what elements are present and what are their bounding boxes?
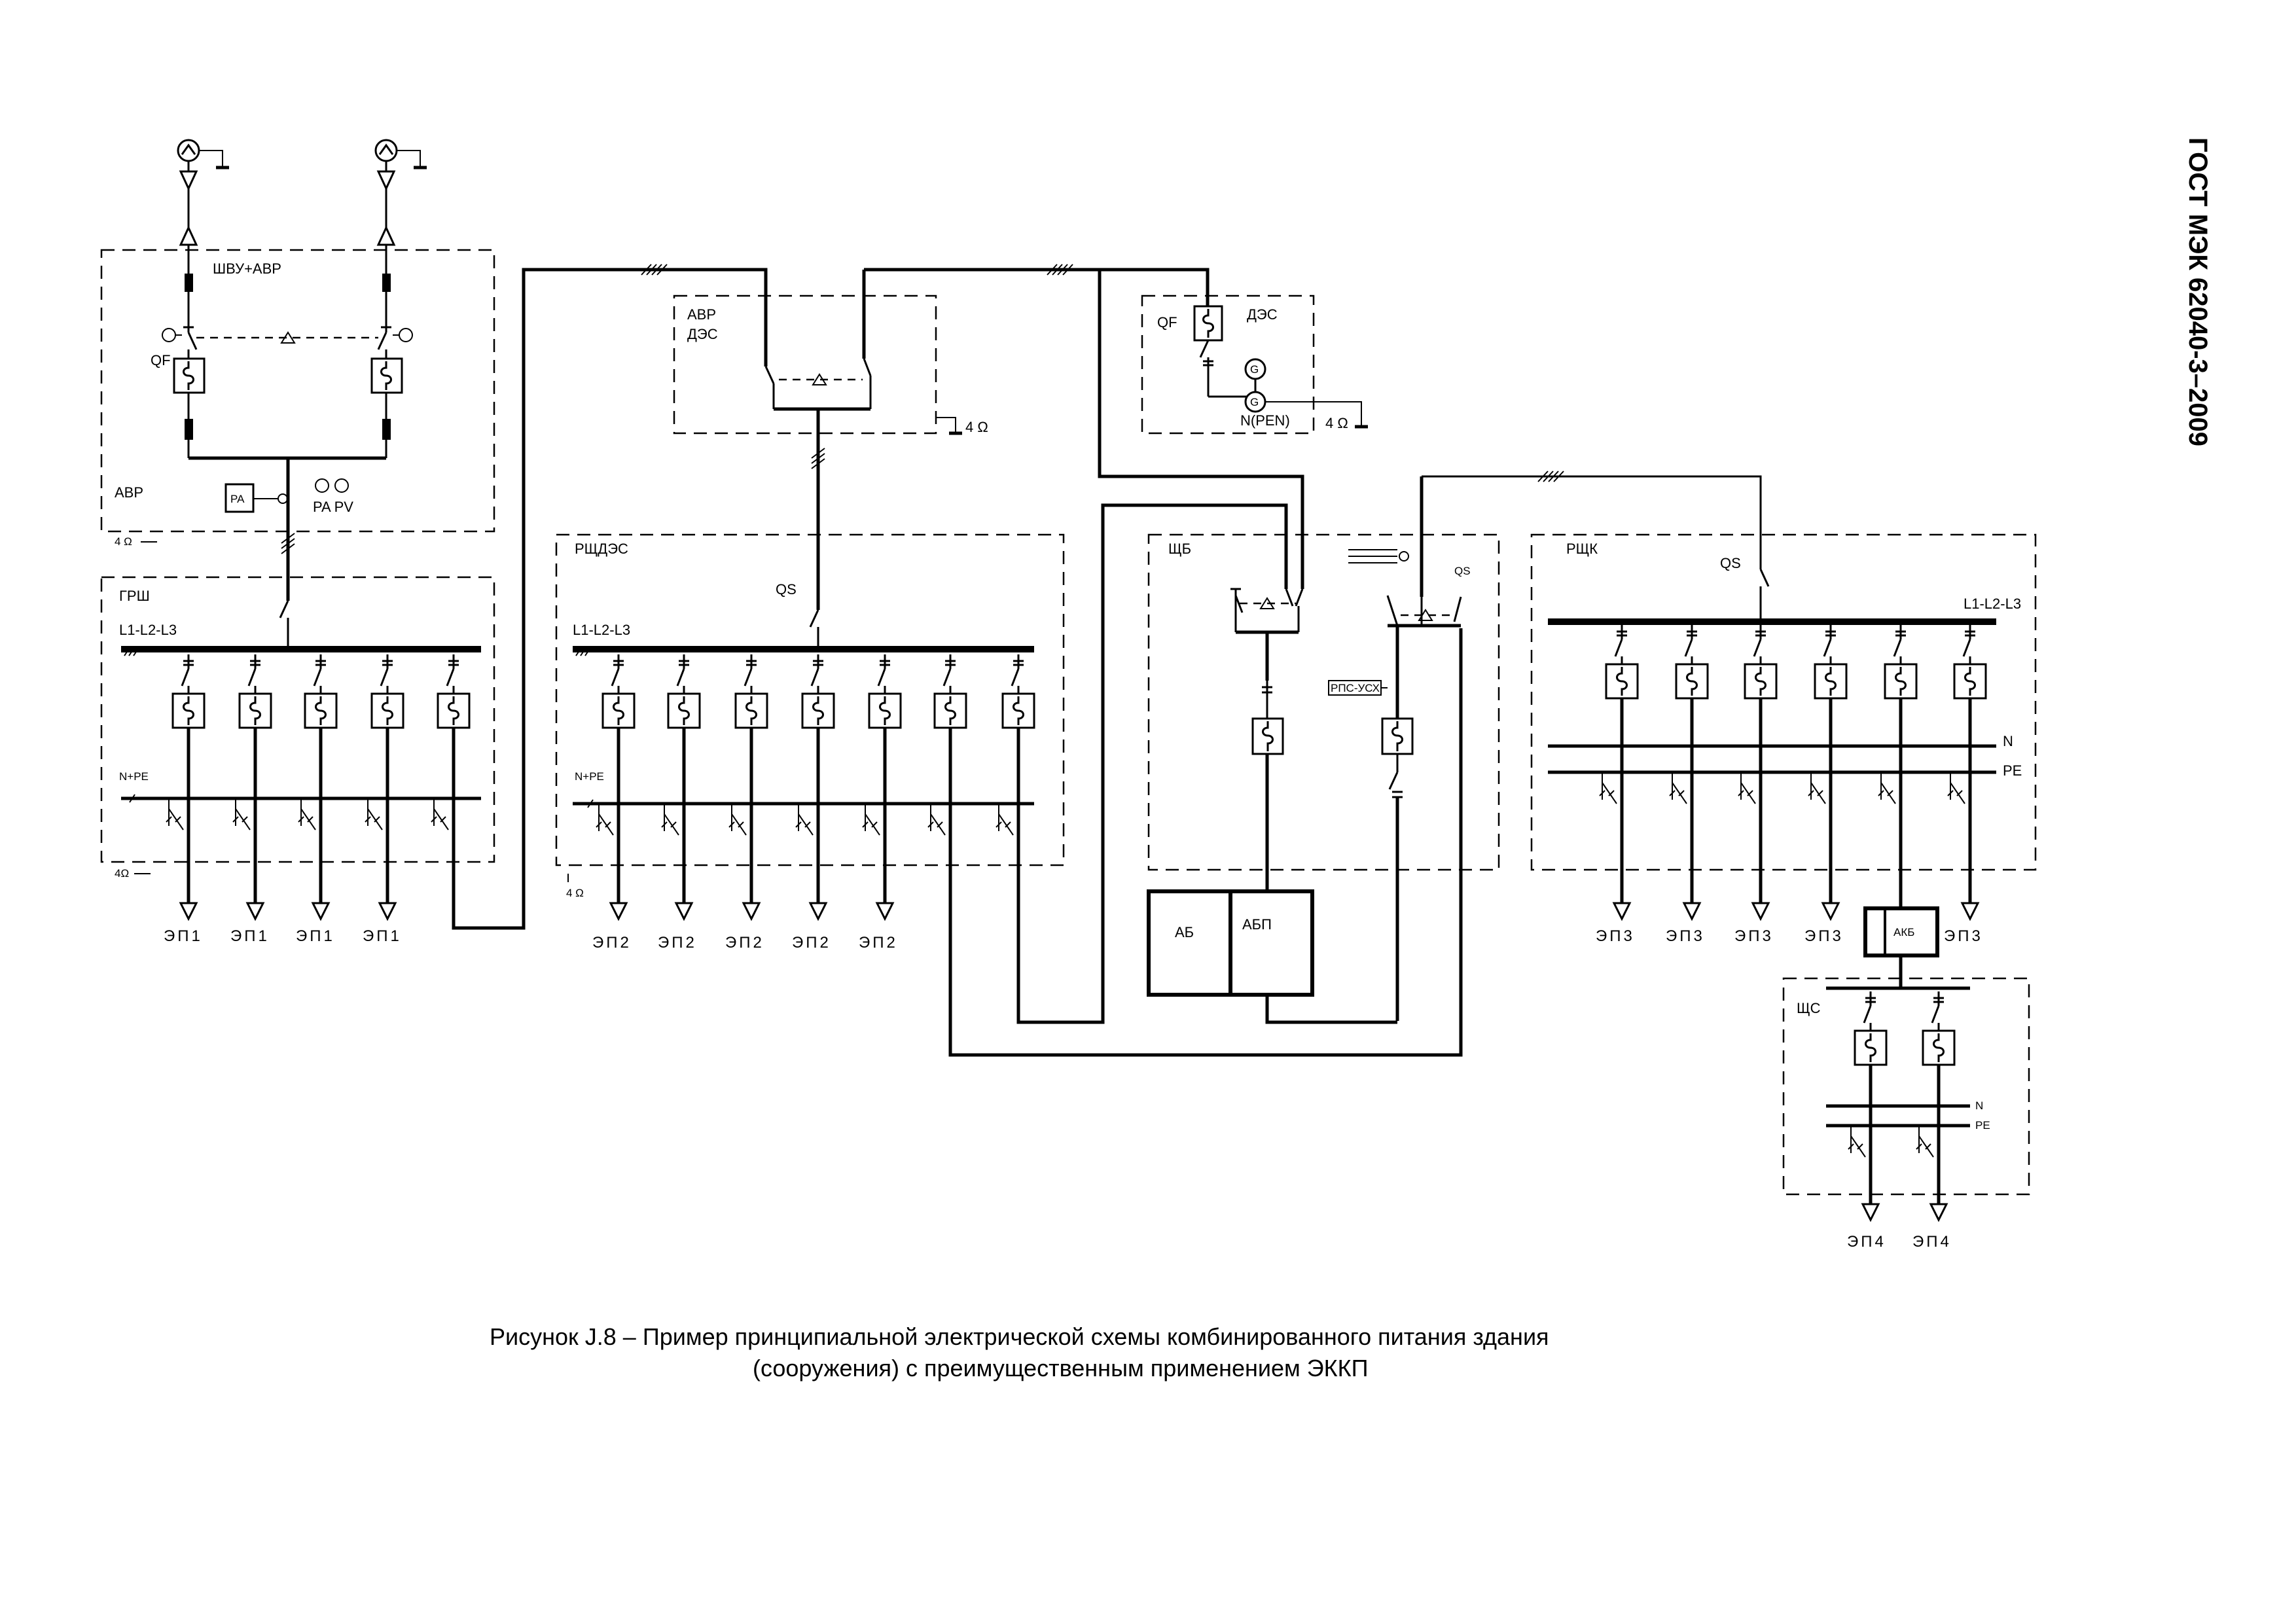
ep3-label: ЭП3 <box>1734 927 1774 945</box>
panel-grsh-label: ГРШ <box>119 588 150 604</box>
panel-des: ДЭС QF G G N(PEN) 4 Ω <box>864 264 1762 597</box>
panel-shs: ЩС N PE ЭП4 ЭП4 <box>1782 955 2030 1251</box>
panel-rshk-label: РЩК <box>1566 541 1598 557</box>
ground-4ohm-4: 4 Ω <box>1325 415 1348 431</box>
ab-label: АБ <box>1175 924 1194 940</box>
panel-avr-des-label-2: ДЭС <box>687 326 718 342</box>
panel-des-label: ДЭС <box>1247 306 1278 323</box>
caption-line-2: (сооружения) с преимущественным применен… <box>753 1355 1368 1382</box>
ground-4ohm-1: 4 Ω <box>115 535 132 548</box>
panel-rshdes: РЩДЭС L1-L2-L3 QS N+PE 4 Ω <box>555 503 1463 1057</box>
panel-grsh: ГРШ L1-L2-L3 N+PE 4Ω ЭП1 ЭП1 ЭП <box>100 264 768 945</box>
pa-pv-label: PA PV <box>313 499 353 515</box>
ep4-label: ЭП4 <box>1912 1233 1952 1251</box>
panel-avr-label: АВР <box>115 484 143 501</box>
panel-rshk: РЩК QS L1-L2-L3 N PE ЭП3 ЭП3 ЭП3 <box>1530 533 2037 988</box>
ups-block: АБ АБП <box>1147 889 1397 1024</box>
ep1-label: ЭП1 <box>363 927 402 945</box>
ground-4ohm-3: 4 Ω <box>965 419 988 435</box>
ep3-label: ЭП3 <box>1596 927 1635 945</box>
ep3-label: ЭП3 <box>1804 927 1844 945</box>
qf-label: QF <box>151 352 171 368</box>
panel-shvu-label: ШВУ+АВР <box>213 260 281 277</box>
abp-label: АБП <box>1242 916 1272 933</box>
bus-npe-label-2: N+PE <box>575 770 604 783</box>
bus-npe-label-1: N+PE <box>119 770 149 783</box>
n-pen-label: N(PEN) <box>1240 412 1290 429</box>
ep2-label: ЭП2 <box>859 934 898 952</box>
ep1-label: ЭП1 <box>296 927 335 945</box>
panel-shb: ЩБ РПС-УСХ QS <box>1147 476 1500 1021</box>
panel-avr-des: АВР ДЭС 4 Ω <box>673 270 988 610</box>
ep2-label: ЭП2 <box>658 934 697 952</box>
input-feeders <box>177 139 427 321</box>
ep4-label: ЭП4 <box>1847 1233 1886 1251</box>
akb-label: АКБ <box>1893 926 1914 938</box>
panel-shb-label: ЩБ <box>1168 541 1191 557</box>
pa-box-label: PA <box>230 493 245 505</box>
n-label-2: N <box>1975 1099 1983 1112</box>
panel-rshdes-label: РЩДЭС <box>575 541 628 557</box>
bus-l-label-2: L1-L2-L3 <box>573 622 630 638</box>
pe-label-1: PE <box>2003 762 2022 779</box>
ep1-label: ЭП1 <box>164 927 203 945</box>
panel-shvu-avr: ШВУ+АВР АВР QF PA <box>100 249 495 601</box>
ep2-label: ЭП2 <box>792 934 831 952</box>
ep2-label: ЭП2 <box>592 934 632 952</box>
panel-avr-des-label-1: АВР <box>687 306 716 323</box>
gen-label-1: G <box>1250 363 1259 376</box>
gen-label-2: G <box>1250 396 1259 408</box>
ep1-label: ЭП1 <box>230 927 270 945</box>
caption-line-1: Рисунок J.8 – Пример принципиальной элек… <box>490 1323 1549 1350</box>
qf-des-label: QF <box>1157 314 1177 330</box>
bus-l-label-3: L1-L2-L3 <box>1964 596 2021 612</box>
pe-label-2: PE <box>1975 1119 1990 1132</box>
qs-label-1: QS <box>776 581 797 597</box>
bus-l-label-1: L1-L2-L3 <box>119 622 177 638</box>
qs-label-3: QS <box>1720 555 1741 571</box>
standard-id: ГОСТ МЭК 62040-3–2009 <box>2183 137 2212 446</box>
n-label-1: N <box>2003 733 2013 749</box>
ep3-label: ЭП3 <box>1666 927 1705 945</box>
ground-4ohm-2: 4Ω <box>115 867 129 880</box>
tiny-box-label: РПС-УСХ <box>1331 682 1380 694</box>
ep2-label: ЭП2 <box>725 934 764 952</box>
panel-shs-label: ЩС <box>1797 1000 1821 1016</box>
qs-label-2: QS <box>1454 565 1471 577</box>
ep3-label: ЭП3 <box>1944 927 1983 945</box>
ground-4ohm-5: 4 Ω <box>566 887 584 899</box>
